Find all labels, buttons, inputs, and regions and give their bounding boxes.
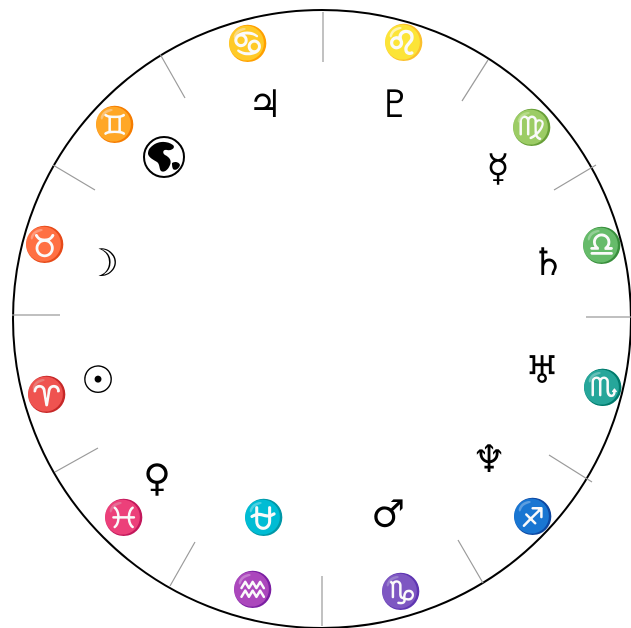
scorpio-sign-icon: ♏ bbox=[582, 368, 624, 408]
taurus-sign-icon: ♉ bbox=[24, 225, 66, 265]
venus-icon: ♀ bbox=[143, 456, 171, 500]
pisces-sign-icon: ♓ bbox=[103, 498, 145, 538]
libra-sign-icon: ♎ bbox=[581, 226, 623, 266]
cancer-sign-icon: ♋ bbox=[227, 24, 269, 64]
aquarius-sign-icon: ♒ bbox=[232, 570, 274, 610]
sector-tick bbox=[160, 54, 185, 98]
jupiter-icon: ♃ bbox=[248, 82, 282, 126]
sector-tick bbox=[462, 60, 488, 101]
sector-tick bbox=[170, 542, 195, 586]
pluto-icon: ♇ bbox=[378, 82, 412, 126]
sagittarius-sign-icon: ♐ bbox=[512, 497, 554, 537]
uranus-icon: ♅ bbox=[525, 348, 559, 392]
earth-icon bbox=[144, 137, 184, 177]
mercury-icon: ☿ bbox=[486, 146, 509, 190]
sector-tick bbox=[53, 165, 95, 190]
sun-icon: ☉ bbox=[81, 358, 115, 402]
aries-sign-icon: ♈ bbox=[26, 375, 68, 415]
gemini-sign-icon: ♊ bbox=[94, 105, 136, 145]
sector-tick bbox=[55, 448, 98, 472]
neptune-icon: ♆ bbox=[472, 437, 506, 481]
sector-tick bbox=[549, 455, 592, 482]
saturn-icon: ♄ bbox=[531, 240, 565, 284]
capricorn-sign-icon: ♑ bbox=[380, 572, 422, 612]
ophiuchus-sign-icon: ⛎ bbox=[243, 498, 285, 538]
sector-tick bbox=[554, 165, 596, 190]
sector-tick bbox=[458, 540, 483, 583]
leo-sign-icon: ♌ bbox=[383, 23, 425, 63]
mars-icon: ♂ bbox=[371, 492, 405, 536]
virgo-sign-icon: ♍ bbox=[511, 108, 553, 148]
moon-icon: ☽ bbox=[85, 241, 119, 285]
